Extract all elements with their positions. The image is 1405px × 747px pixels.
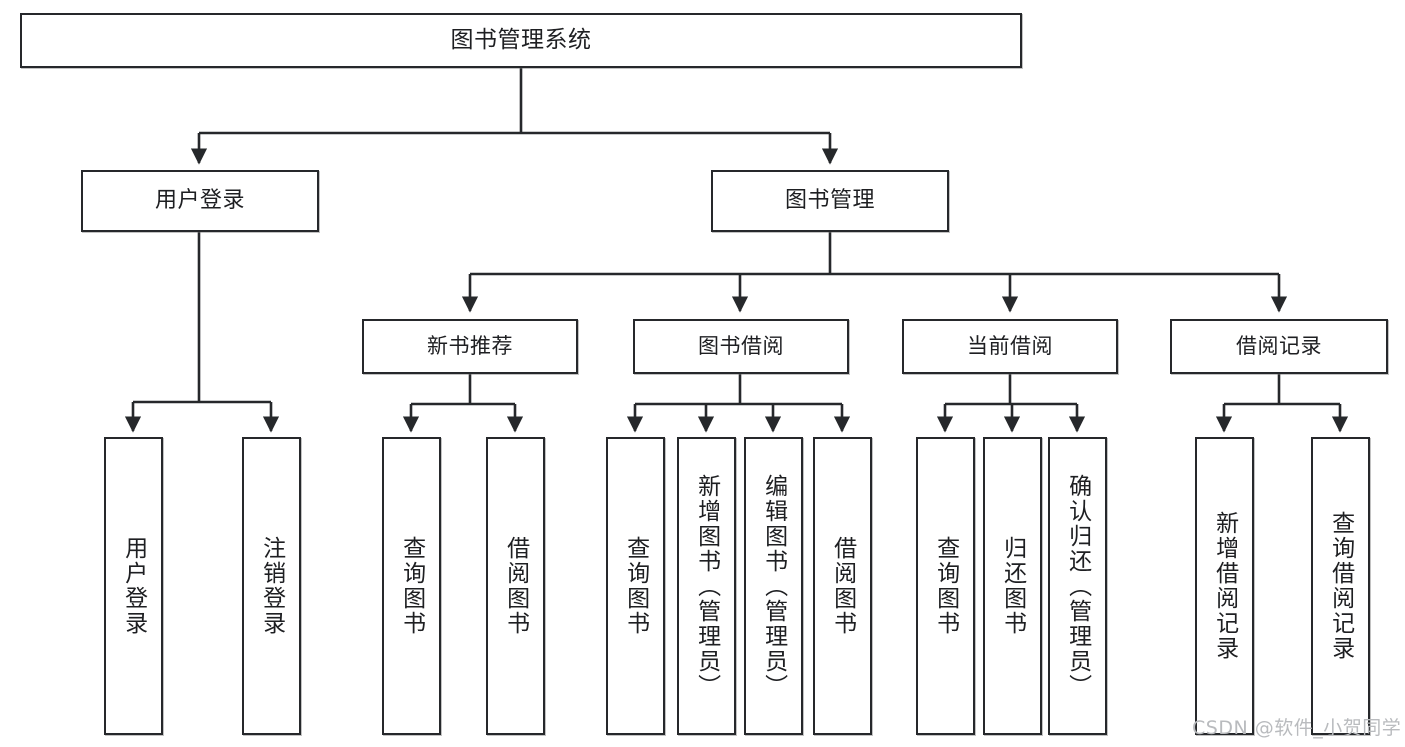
leaf-user-login-login[interactable]: 用户登录 <box>104 437 163 735</box>
node-current-borrow[interactable]: 当前借阅 <box>902 319 1118 374</box>
node-user-login[interactable]: 用户登录 <box>81 170 319 232</box>
leaf-borrow-edit-book[interactable]: 编辑图书（管理员） <box>744 437 803 735</box>
leaf-borrow-borrow-book[interactable]: 借阅图书 <box>813 437 872 735</box>
leaf-current-return-book-label: 归还图书 <box>999 536 1026 636</box>
leaf-recommend-query-book-label: 查询图书 <box>398 536 425 636</box>
leaf-borrow-query-book[interactable]: 查询图书 <box>606 437 665 735</box>
node-book-management-label: 图书管理 <box>784 188 875 214</box>
node-root[interactable]: 图书管理系统 <box>20 13 1022 68</box>
node-borrow-record-label: 借阅记录 <box>1236 334 1322 359</box>
leaf-borrow-add-book[interactable]: 新增图书（管理员） <box>677 437 736 735</box>
leaf-recommend-query-book[interactable]: 查询图书 <box>382 437 441 735</box>
leaf-current-confirm-return-label: 确认归还（管理员） <box>1064 473 1091 699</box>
leaf-current-confirm-return[interactable]: 确认归还（管理员） <box>1048 437 1107 735</box>
leaf-record-add-record-label: 新增借阅记录 <box>1211 511 1238 661</box>
leaf-current-query-book[interactable]: 查询图书 <box>916 437 975 735</box>
leaf-borrow-query-book-label: 查询图书 <box>622 536 649 636</box>
leaf-current-query-book-label: 查询图书 <box>932 536 959 636</box>
node-user-login-label: 用户登录 <box>154 188 245 214</box>
leaf-record-add-record[interactable]: 新增借阅记录 <box>1195 437 1254 735</box>
leaf-current-return-book[interactable]: 归还图书 <box>983 437 1042 735</box>
node-current-borrow-label: 当前借阅 <box>967 334 1053 359</box>
leaf-borrow-edit-book-label: 编辑图书（管理员） <box>760 473 787 699</box>
node-root-label: 图书管理系统 <box>450 27 592 54</box>
node-book-management[interactable]: 图书管理 <box>711 170 949 232</box>
node-new-book-recommend-label: 新书推荐 <box>427 334 513 359</box>
leaf-recommend-borrow-book[interactable]: 借阅图书 <box>486 437 545 735</box>
node-book-borrow-label: 图书借阅 <box>698 334 784 359</box>
csdn-watermark: CSDN @软件_小贺同学 <box>1192 717 1402 739</box>
leaf-user-login-login-label: 用户登录 <box>120 536 147 636</box>
leaf-record-query-record-label: 查询借阅记录 <box>1327 511 1354 661</box>
leaf-user-login-logout-label: 注销登录 <box>258 536 285 636</box>
leaf-borrow-add-book-label: 新增图书（管理员） <box>693 473 720 699</box>
leaf-recommend-borrow-book-label: 借阅图书 <box>502 536 529 636</box>
leaf-borrow-borrow-book-label: 借阅图书 <box>829 536 856 636</box>
leaf-record-query-record[interactable]: 查询借阅记录 <box>1311 437 1370 735</box>
node-book-borrow[interactable]: 图书借阅 <box>633 319 849 374</box>
leaf-user-login-logout[interactable]: 注销登录 <box>242 437 301 735</box>
node-new-book-recommend[interactable]: 新书推荐 <box>362 319 578 374</box>
node-borrow-record[interactable]: 借阅记录 <box>1170 319 1388 374</box>
